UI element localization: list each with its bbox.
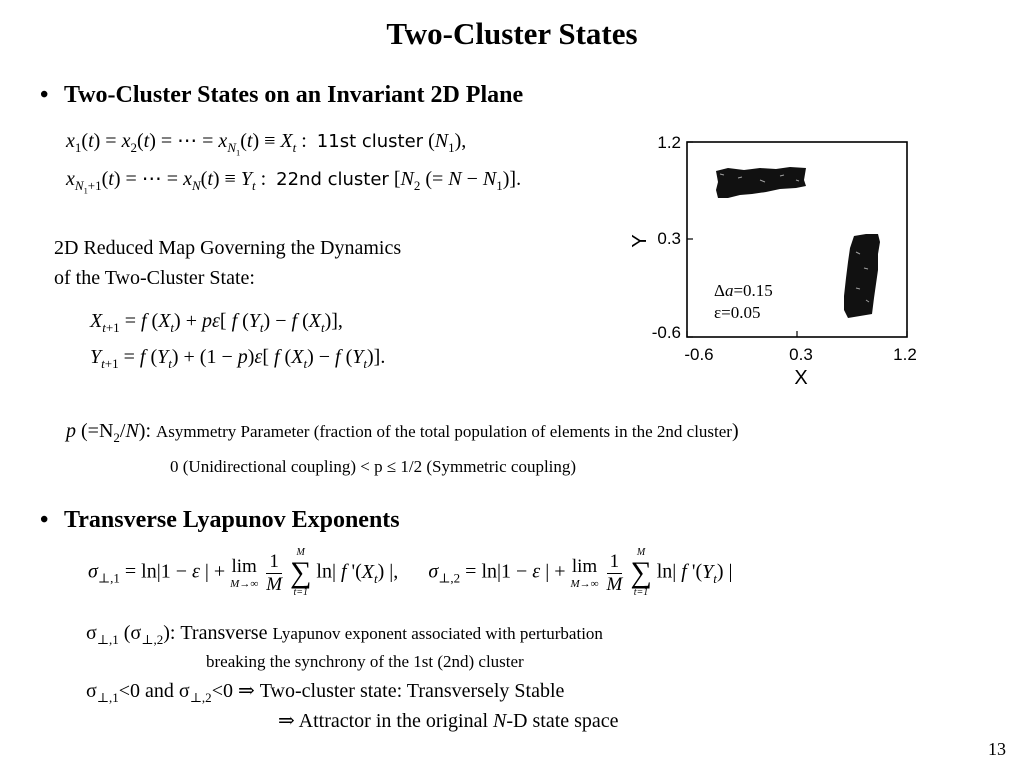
attractor-statement: ⇒ Attractor in the original N-D state sp… (278, 710, 619, 732)
reduced-map-line1: 2D Reduced Map Governing the Dynamics (54, 237, 402, 259)
asymmetry-parameter: p (=N2/N): Asymmetry Parameter (fraction… (66, 420, 739, 445)
map-equation-y: Yt+1 = f (Yt) + (1 − p)ε[ f (Xt) − f (Yt… (90, 346, 386, 371)
section-heading-two-cluster: • Two-Cluster States on an Invariant 2D P… (40, 82, 523, 109)
delta-a-annotation: Δa=0.15 (714, 281, 773, 300)
bullet-icon: • (40, 82, 49, 108)
reduced-map-description: 2D Reduced Map Governing the Dynamics of… (54, 233, 401, 293)
eq2-label: 22nd cluster (276, 169, 389, 190)
cluster-definition-eq1: x1(t) = x2(t) = ⋯ = xN1(t) ≡ Xt : 11st c… (66, 130, 467, 158)
y-tick-label: 1.2 (657, 133, 681, 152)
tle-word: Transverse (180, 622, 268, 644)
page-number: 13 (988, 739, 1006, 759)
tle-description: σ⊥,1 (σ⊥,2): Transverse Lyapunov exponen… (86, 622, 603, 647)
cluster-definition-eq2: xN1+1(t) = ⋯ = xN(t) ≡ Yt : 22nd cluster… (66, 168, 522, 196)
asymmetry-range: 0 (Unidirectional coupling) < p ≤ 1/2 (S… (170, 457, 577, 476)
y-tick-label: 0.3 (657, 229, 681, 248)
asym-lead: (=N (81, 420, 114, 442)
page-title: Two-Cluster States (386, 16, 638, 51)
x-axis-label: X (794, 367, 807, 389)
attractor-suffix: -D state space (506, 710, 619, 732)
map-equation-x: Xt+1 = f (Xt) + pε[ f (Yt) − f (Xt)], (90, 310, 343, 335)
asym-description: Asymmetry Parameter (fraction of the tot… (156, 422, 732, 441)
attractor-cluster-1 (716, 167, 806, 198)
stability-condition: σ⊥,1<0 and σ⊥,2<0 ⇒ Two-cluster state: T… (86, 680, 565, 705)
epsilon-annotation: ε=0.05 (714, 303, 760, 322)
y-axis-label: Y (629, 234, 651, 247)
stable-prefix: <0 and (118, 680, 174, 702)
section-heading-text: Transverse Lyapunov Exponents (64, 507, 400, 533)
x-tick-label: -0.6 (684, 345, 713, 364)
attractor-cluster-2 (844, 234, 880, 318)
tle-description-line2: breaking the synchrony of the 1st (2nd) … (206, 652, 524, 671)
eq1-label: 11st cluster (316, 131, 424, 152)
stable-suffix: <0 ⇒ Two-cluster state: Transversely Sta… (211, 680, 565, 702)
bullet-icon: • (40, 507, 49, 533)
reduced-map-line2: of the Two-Cluster State: (54, 267, 255, 289)
attractor-prefix: ⇒ Attractor in the original (278, 710, 489, 732)
attractor-plot: -0.6 0.3 1.2 1.2 0.3 -0.6 X Y Δa=0.15 ε=… (629, 133, 917, 389)
tle-desc-rest: Lyapunov exponent associated with pertur… (272, 624, 603, 643)
section-heading-text: Two-Cluster States on an Invariant 2D Pl… (64, 82, 524, 108)
section-heading-tle: • Transverse Lyapunov Exponents (40, 507, 400, 534)
x-tick-label: 1.2 (893, 345, 917, 364)
x-tick-label: 0.3 (789, 345, 813, 364)
y-tick-label: -0.6 (652, 323, 681, 342)
